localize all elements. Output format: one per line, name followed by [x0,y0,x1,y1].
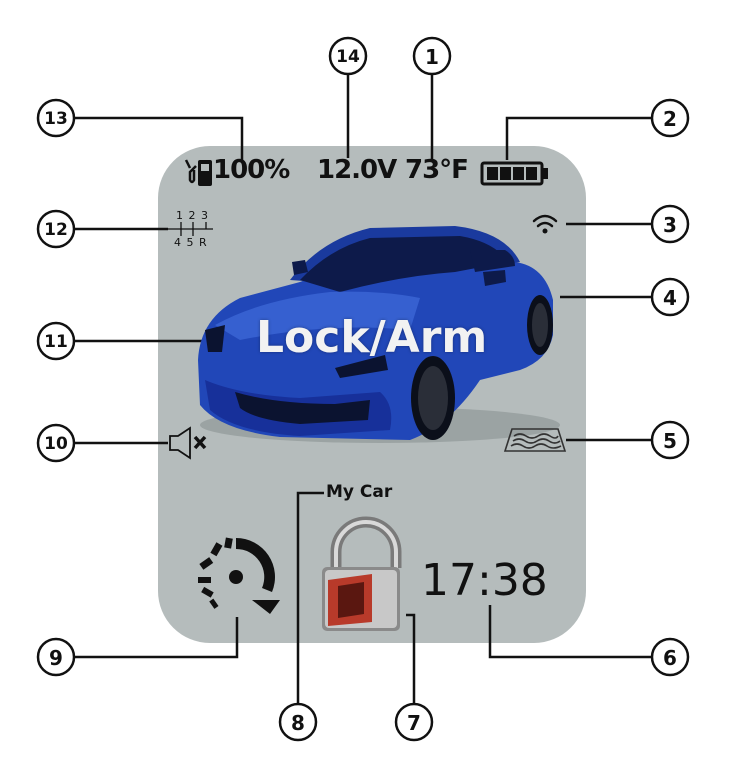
callout-line-13 [75,118,242,160]
callout-line-6 [490,605,651,657]
callout-number-12: 12 [44,220,68,240]
callout-number-6: 6 [663,646,677,670]
speaker-muted-icon [170,428,205,458]
callout-line-9 [75,617,237,657]
wireless-signal-icon [534,216,556,234]
callout-line-8 [298,493,324,705]
clock-time: 17:38 [421,555,548,606]
vehicle-state-label: Lock/Arm [256,312,487,363]
callout-number-3: 3 [663,213,677,237]
callout-number-4: 4 [663,286,677,310]
callout-number-5: 5 [663,429,677,453]
callout-number-8: 8 [291,711,305,735]
voltage-value: 12.0V [317,155,396,185]
fuel-pump-icon [186,160,212,186]
battery-icon [482,163,548,184]
padlock-icon [322,522,400,631]
callout-number-11: 11 [44,332,68,352]
callout-number-9: 9 [49,646,63,670]
callout-number-10: 10 [44,434,68,454]
gear-indicator-graphic [168,222,213,236]
gear-row-bottom: 4 5 R [174,236,208,249]
fuel-level-value: 100% [213,155,289,185]
callout-number-1: 1 [425,45,439,69]
callout-number-7: 7 [407,711,421,735]
callout-number-2: 2 [663,107,677,131]
gear-row-top: 1 2 3 [176,209,209,222]
callout-line-2 [507,118,651,160]
callout-number-14: 14 [336,47,360,67]
vehicle-name: My Car [326,482,392,502]
callout-line-7 [406,615,414,705]
callout-number-13: 13 [44,109,68,129]
remote-start-icon [198,538,280,614]
temperature-value: 73°F [405,155,468,185]
